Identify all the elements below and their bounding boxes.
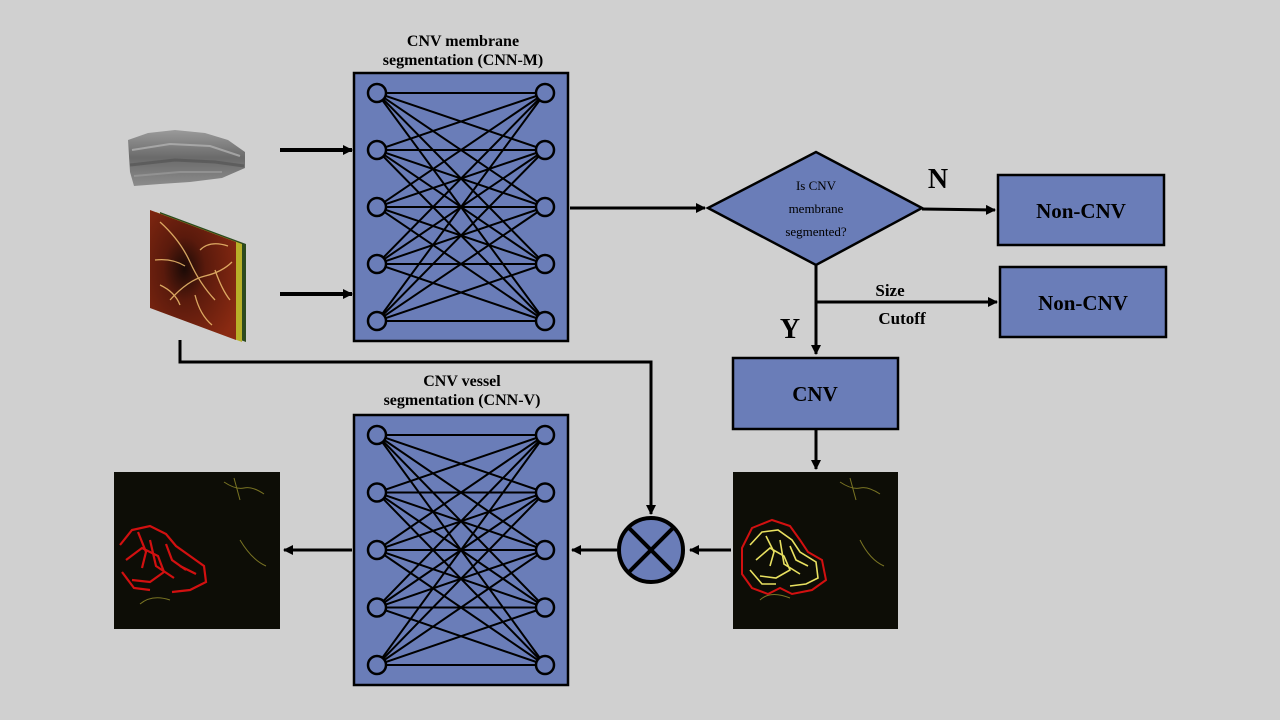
cnn-m-connection	[376, 92, 546, 322]
cnn-m-network-block	[352, 71, 570, 343]
cnn-v-connection	[376, 549, 546, 666]
non-cnv-bottom-label: Non-CNV	[1038, 291, 1128, 315]
decision-text-line3: segmented?	[785, 224, 847, 239]
cnv-box: CNV	[731, 356, 900, 431]
non-cnv-box-bottom: Non-CNV	[998, 265, 1168, 339]
cnn-v-connection	[376, 434, 546, 609]
angiogram-bypass-arrow	[178, 340, 656, 515]
branch-no-label: N	[928, 164, 948, 195]
cnn-m-output-node	[534, 310, 556, 332]
circled-times-icon	[617, 516, 685, 584]
cnn-m-connection	[376, 206, 546, 322]
cnn-v-output-node	[534, 482, 556, 503]
cnn-m-connection	[376, 92, 546, 265]
cnn-m-output-node	[534, 253, 556, 275]
cnn-v-input-node	[366, 597, 388, 618]
branch-yes-label: Y	[780, 314, 800, 345]
cnn-v-connection	[376, 491, 546, 666]
cnn-v-output-node	[534, 539, 556, 561]
cnn-v-input-node	[366, 424, 388, 446]
cnv-box-label: CNV	[792, 382, 838, 406]
cnn-m-output-node	[534, 139, 556, 161]
cnn-m-input-node	[366, 139, 388, 161]
cnn-v-title-line1: CNV vessel	[423, 373, 501, 390]
cnn-v-input-node	[366, 482, 388, 503]
cnv-membrane-overlay-image	[733, 472, 898, 629]
cnn-v-connections	[376, 434, 546, 666]
cnn-m-connections	[376, 92, 546, 322]
cnn-m-connection	[376, 263, 546, 322]
size-cutoff-line1: Size	[875, 281, 905, 300]
cnn-m-connection	[376, 149, 546, 322]
branch-no-arrow	[921, 204, 996, 215]
cnn-v-title-line2: segmentation (CNN-V)	[384, 392, 541, 409]
non-cnv-top-label: Non-CNV	[1036, 199, 1126, 223]
cnn-v-input-node	[366, 654, 388, 676]
decision-text-line2: membrane	[789, 201, 844, 216]
cnn-v-output-node	[534, 654, 556, 676]
cnn-v-connection	[376, 434, 546, 551]
cnn-v-connection	[376, 434, 546, 494]
cnn-m-input-node	[366, 82, 388, 104]
oct-volume-thumbnail	[128, 130, 245, 186]
cnn-m-input-node	[366, 196, 388, 218]
cnv-vessel-output-image	[114, 472, 280, 629]
cnn-m-input-node	[366, 310, 388, 332]
size-cutoff-line2: Cutoff	[878, 309, 926, 328]
decision-diamond: Is CNV membrane segmented?	[705, 150, 925, 267]
non-cnv-box-top: Non-CNV	[996, 173, 1166, 247]
cnn-v-network-block	[352, 413, 570, 687]
cnn-m-connection	[376, 92, 546, 208]
decision-text-line1: Is CNV	[796, 178, 837, 193]
cnn-m-connection	[376, 92, 546, 151]
cnn-m-title-line2: segmentation (CNN-M)	[383, 52, 543, 69]
cnn-m-input-node	[366, 253, 388, 275]
cnn-v-connection	[376, 434, 546, 666]
en-face-angiogram-stack	[150, 210, 246, 342]
cnn-v-output-node	[534, 424, 556, 446]
cnn-m-output-node	[534, 196, 556, 218]
cnn-v-input-node	[366, 539, 388, 561]
cnn-v-output-node	[534, 597, 556, 618]
cnn-m-title-line1: CNV membrane	[407, 33, 519, 50]
cnn-v-connection	[376, 606, 546, 666]
cnn-m-output-node	[534, 82, 556, 104]
